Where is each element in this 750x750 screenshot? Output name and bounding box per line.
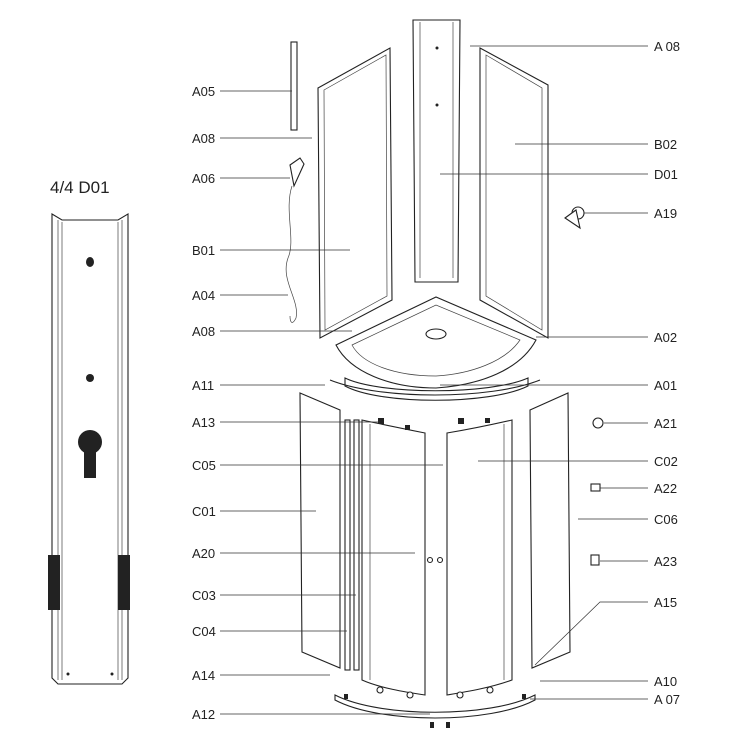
label-c02: C02 [654, 454, 678, 469]
profile-c04 [344, 419, 351, 671]
label-a02: A02 [654, 330, 677, 345]
detail-d01-panel [48, 213, 130, 685]
label-a19: A19 [654, 206, 677, 221]
label-a10: A10 [654, 674, 677, 689]
label-a15: A15 [654, 595, 677, 610]
label-a08: A08 [192, 131, 215, 146]
panel-c06 [529, 392, 571, 669]
apron-a01 [344, 377, 529, 401]
leader-lines-left [220, 90, 443, 715]
handles-a20 [426, 556, 444, 564]
door-c02 [446, 419, 513, 696]
labels-right: A 08 B02 D01 A19 A02 A01 A21 C02 A22 C06… [654, 39, 680, 707]
top-track-a11 [329, 379, 541, 396]
rail-a05 [290, 41, 298, 131]
label-a12: A12 [192, 707, 215, 722]
label-a22: A22 [654, 481, 677, 496]
label-a21: A21 [654, 416, 677, 431]
labels-left: A05 A08 A06 B01 A04 A08 A11 A13 C05 C01 … [192, 84, 216, 722]
label-a07: A 07 [654, 692, 680, 707]
tray-a02 [335, 296, 537, 389]
label-a04: A04 [192, 288, 215, 303]
panel-b02 [479, 47, 549, 339]
label-a08-right: A 08 [654, 39, 680, 54]
label-c05: C05 [192, 458, 216, 473]
hand-shower-a06 [285, 157, 305, 323]
bottom-track-a12 [334, 694, 536, 719]
label-a11: A11 [192, 378, 214, 393]
label-a20: A20 [192, 546, 215, 561]
label-a05: A05 [192, 84, 215, 99]
small-parts [344, 417, 604, 728]
column-d01 [412, 19, 461, 283]
door-c05 [361, 419, 426, 696]
leader-lines-right [440, 45, 648, 700]
label-a08-lower: A08 [192, 324, 215, 339]
label-d01: D01 [654, 167, 678, 182]
label-c06: C06 [654, 512, 678, 527]
label-a01: A01 [654, 378, 677, 393]
label-b02: B02 [654, 137, 677, 152]
label-a14: A14 [192, 668, 215, 683]
label-c04: C04 [192, 624, 216, 639]
label-b01: B01 [192, 243, 215, 258]
panel-c01 [299, 392, 341, 669]
label-c01: C01 [192, 504, 216, 519]
panel-b01 [317, 47, 393, 339]
mixer-a19 [564, 206, 585, 230]
detail-title: 4/4 D01 [50, 178, 110, 197]
label-a23: A23 [654, 554, 677, 569]
profile-c03 [353, 419, 360, 671]
label-a13: A13 [192, 415, 215, 430]
label-a06: A06 [192, 171, 215, 186]
label-c03: C03 [192, 588, 216, 603]
